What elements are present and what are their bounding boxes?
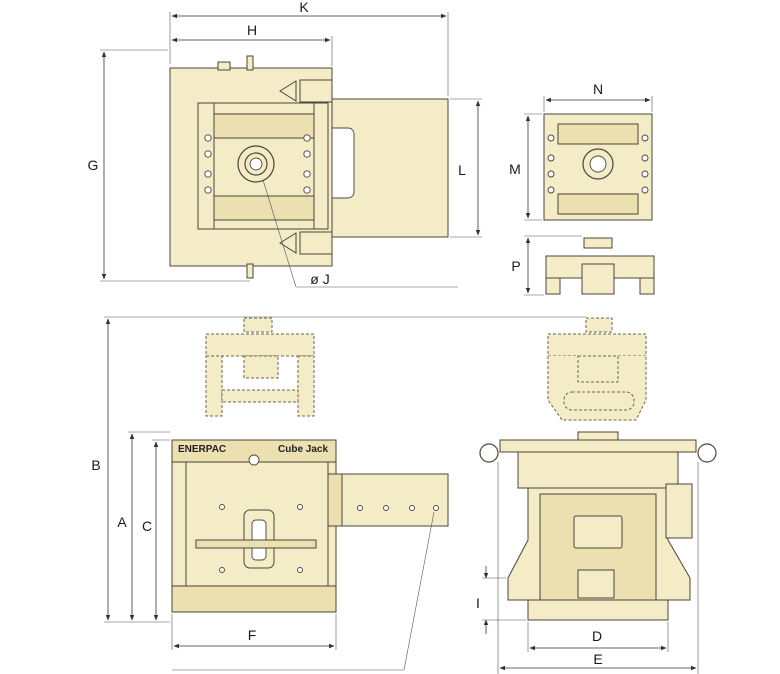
dim-label-E: E [593,651,602,667]
dim-label-N: N [593,81,603,97]
end-view-top-bolt-holes [547,134,649,194]
top-view-arrow-upper [279,80,297,102]
end-view-front [545,237,655,295]
product-label: Cube Jack [278,444,328,455]
top-view-ram-mid [244,152,268,176]
end-view-top-ram-outer [582,148,614,180]
end-view-top-upper-plate [557,123,639,145]
top-view-ram-outer [237,145,275,183]
end-view-top-lower-plate [557,193,639,215]
top-view-bolt-holes [204,134,311,194]
top-view-arrow-lower [279,232,297,254]
end-view-front-leg-left [545,277,561,295]
brand-label: ENERPAC [178,444,226,455]
front-view-lift-eye-left [479,443,499,463]
top-view-upper-plate [211,113,317,139]
dim-label-I: I [476,595,480,611]
dim-label-H: H [247,22,257,38]
side-view-beam-collar [327,473,343,527]
dim-label-D: D [592,628,602,644]
top-view-tag-upper [299,79,333,103]
side-view-beam-holes [357,505,439,511]
side-view-beam [327,473,449,527]
top-view-lower-plate [211,195,317,221]
front-view-ghost [547,317,647,421]
side-view-knob [248,454,260,466]
side-view-holes [219,504,303,573]
dimension-lines [100,12,699,674]
dim-label-C: C [142,518,152,534]
top-view-pin-bottom [246,263,254,279]
top-view-tag-lower [299,231,333,255]
front-view-cap [577,431,619,441]
dim-label-P: P [511,258,520,274]
side-view: ENERPAC Cube Jack [171,317,449,613]
top-view [169,55,458,288]
end-view-front-ram [581,263,615,295]
dim-label-J: ø J [310,271,329,287]
front-view-side-valve [665,483,693,539]
end-view-top [543,113,653,221]
end-view-front-leg-right [639,277,655,295]
side-view-band [195,539,317,549]
front-view-top-bar [499,439,697,453]
dim-label-F: F [248,627,257,643]
dim-label-G: G [88,157,99,173]
top-view-right-rail [313,102,329,230]
front-view-upper-frame [517,451,679,489]
leader-J [262,179,297,288]
top-view-left-rail [197,102,215,230]
dimension-labels: K H G L ø J N M P B A C F I D E [88,0,604,667]
dim-label-K: K [299,0,309,15]
top-view-pin-top [246,55,254,71]
dim-label-B: B [91,457,100,473]
top-view-ram-bore [249,157,263,171]
side-view-base [171,585,337,613]
dim-label-A: A [117,514,127,530]
front-view-lift-eye-right [697,443,717,463]
front-view-lower-window [577,569,615,599]
front-view-base [527,599,669,621]
front-view-window [573,515,623,549]
dim-label-M: M [509,161,521,177]
side-view-ghost [205,317,315,417]
dim-label-L: L [458,162,466,178]
top-view-knob [217,61,231,71]
end-view-front-cap [583,237,613,249]
end-view-top-ram-bore [589,155,607,173]
front-view [479,317,717,621]
